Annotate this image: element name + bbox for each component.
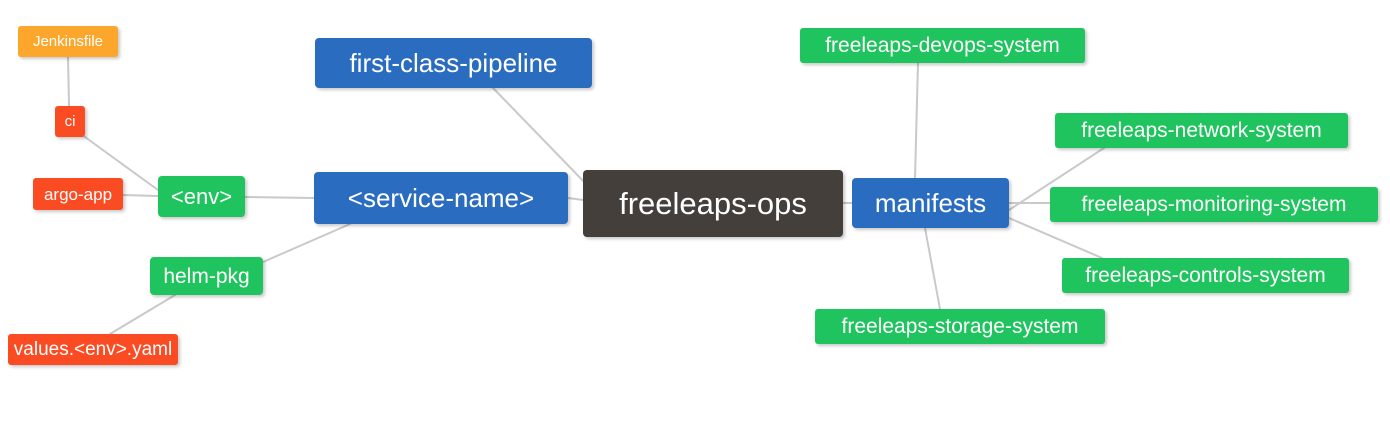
node-storage[interactable]: freeleaps-storage-system [815, 309, 1105, 344]
edge-root-to-service [567, 197, 584, 201]
node-label: freeleaps-monitoring-system [1081, 193, 1347, 216]
edge-manifests-to-devops [914, 62, 919, 179]
node-label: helm-pkg [163, 264, 250, 288]
node-label: manifests [874, 188, 987, 218]
node-service[interactable]: <service-name> [314, 172, 568, 224]
node-label: argo-app [43, 184, 113, 204]
node-pipeline[interactable]: first-class-pipeline [315, 38, 592, 88]
node-label: <service-name> [347, 183, 535, 213]
edge-manifests-to-storage [924, 227, 941, 310]
node-env[interactable]: <env> [158, 176, 245, 217]
node-values[interactable]: values.<env>.yaml [8, 334, 178, 365]
node-label: ci [64, 113, 76, 130]
edge-root-to-pipeline [492, 87, 593, 191]
node-label: freeleaps-devops-system [825, 34, 1060, 57]
node-controls[interactable]: freeleaps-controls-system [1062, 258, 1349, 293]
edge-manifests-to-controls [1008, 217, 1103, 259]
node-helm[interactable]: helm-pkg [150, 257, 263, 295]
node-ci[interactable]: ci [55, 106, 85, 137]
node-network[interactable]: freeleaps-network-system [1055, 113, 1348, 148]
node-devops[interactable]: freeleaps-devops-system [800, 28, 1085, 63]
edge-service-to-helm [262, 223, 351, 263]
edge-env-to-argo [122, 194, 159, 197]
node-manifests[interactable]: manifests [852, 178, 1009, 228]
edge-service-to-env [244, 196, 315, 199]
node-label: freeleaps-controls-system [1085, 264, 1326, 287]
node-label: <env> [170, 183, 233, 209]
node-label: values.<env>.yaml [13, 339, 173, 360]
node-root[interactable]: freeleaps-ops [583, 170, 843, 237]
edge-env-to-ci [84, 136, 159, 191]
edge-helm-to-values [109, 294, 176, 335]
node-label: freeleaps-network-system [1081, 119, 1322, 142]
node-label: freeleaps-ops [619, 186, 807, 221]
node-jenkinsfile[interactable]: Jenkinsfile [18, 26, 118, 57]
edge-manifests-to-network [1008, 147, 1105, 211]
edge-ci-to-jenkinsfile [67, 56, 70, 107]
node-monitoring[interactable]: freeleaps-monitoring-system [1050, 187, 1378, 222]
node-label: first-class-pipeline [349, 48, 558, 78]
node-label: Jenkinsfile [32, 33, 104, 50]
node-label: freeleaps-storage-system [841, 315, 1079, 338]
node-argo[interactable]: argo-app [33, 178, 123, 210]
